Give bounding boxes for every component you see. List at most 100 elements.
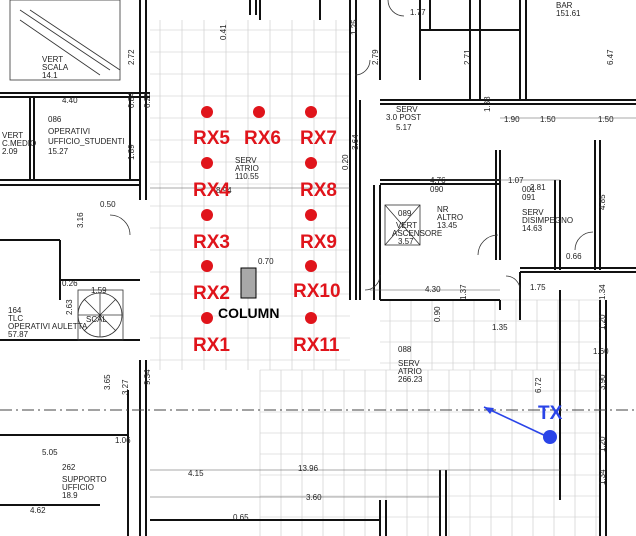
room-area: 15.27 [48,147,69,156]
room-name: SERV [235,156,257,165]
receiver-dot [201,209,213,221]
room-subname: ATRIO [398,367,422,376]
dimension-label: 3.90 [598,374,607,390]
room-subname: ATRIO [235,164,259,173]
dimension-label: 1.25 [350,19,359,35]
room-subname: UFFICIO [62,483,94,492]
room-name: SUPPORTO [62,475,107,484]
room-area: 13.45 [437,221,458,230]
room-subname: OPERATIVI AULETTA [8,322,88,331]
receiver-dot [305,312,317,324]
receiver-label: RX8 [300,180,337,201]
dimension-label: 1.34 [598,469,607,485]
dimension-label: 4.85 [598,194,607,210]
room-name: TLC [8,314,23,323]
dimension-label: 1.34 [598,284,607,300]
dimension-label: 0.50 [100,200,116,209]
dimension-label: 1.50 [598,115,614,124]
room-name: VERT [2,131,23,140]
receiver-dot [305,260,317,272]
dimension-label: 1.59 [91,286,107,295]
dimension-label: 1.37 [459,284,468,300]
receiver-label: RX10 [293,281,341,302]
dimension-label: 1.75 [530,283,546,292]
dimension-label: 3.65 [103,374,112,390]
receiver-dot [305,106,317,118]
column-dimension: 0.70 [258,257,274,266]
receiver-label: RX4 [193,180,230,201]
room-name: NR [437,205,449,214]
dimension-label: 4.15 [188,469,204,478]
dimension-label: 0.41 [219,24,228,40]
room-subname: ASCENSORE [392,229,442,238]
transmitter-marker: TX [483,403,563,444]
dimension-label: 1.90 [504,115,520,124]
dimension-label: 2.72 [127,49,136,65]
dimension-label: 4.40 [62,96,78,105]
dimension-label: 5.05 [42,448,58,457]
room-area: 266.23 [398,375,423,384]
dimension-label: 0.90 [433,306,442,322]
room-subname: 3.0 POST [386,113,421,122]
dimension-label: 2.81 [530,183,546,192]
dimension-label: 3.16 [76,212,85,228]
dimension-label: 3.27 [121,379,130,395]
dimension-label: 1.20 [598,436,607,452]
receiver-dot [201,157,213,169]
transmitter-label: TX [538,403,563,424]
dimension-label: 6.25 [143,92,152,108]
room-subname: SCAL [86,315,107,324]
room-area: 18.9 [62,491,78,500]
dimension-label: 6.72 [534,377,543,393]
dimension-label: 0.65 [233,513,249,522]
room-area: 151.61 [556,9,581,18]
dimension-label: 0.84 [127,92,136,108]
room-name: SERV [522,208,544,217]
dimension-label: 6.47 [606,49,615,65]
dimension-label: 8.94 [216,186,232,195]
floor-tiles [150,20,601,536]
room-id: 001 [522,185,536,194]
dimension-label: 0.20 [341,154,350,170]
receiver-dot [201,106,213,118]
receiver-label: RX1 [193,335,230,356]
dimension-label: 3.60 [306,493,322,502]
room-subname: ALTRO [437,213,463,222]
dimension-label: 1.77 [410,8,426,17]
receiver-label: RX5 [193,128,230,149]
dimension-label: 0.66 [566,252,582,261]
dimension-label: 3.64 [351,134,360,150]
dimension-label: 1.20 [598,314,607,330]
receiver-dot [305,209,317,221]
room-name: OPERATIVI [48,127,90,136]
room-name: BAR [556,1,573,10]
dimension-label: 4.62 [30,506,46,515]
room-labels: 086 OPERATIVI UFFICIO_STUDENTI 15.27 VER… [2,1,581,500]
dimension-label: 0.26 [62,279,78,288]
receiver-dot [201,312,213,324]
room-id: 262 [62,463,76,472]
dimension-label: 1.50 [540,115,556,124]
dimension-label: 1.38 [483,96,492,112]
transmitter-dot [543,430,557,444]
dimension-label: 13.96 [298,464,319,473]
room-id: 164 [8,306,22,315]
plan-details [9,0,594,341]
room-area: 14.1 [42,71,58,80]
room-area: 3.57 [398,237,414,246]
room-id: 090 [430,185,444,194]
room-id: 091 [522,193,536,202]
dimension-label: 1.89 [127,144,136,160]
receiver-dot [305,157,317,169]
dimension-label: 1.60 [593,347,609,356]
room-area: 57.87 [8,330,29,339]
receiver-label: RX9 [300,232,337,253]
room-area: 5.17 [396,123,412,132]
room-area: 110.55 [235,172,259,181]
dimension-label: 4.30 [425,285,441,294]
